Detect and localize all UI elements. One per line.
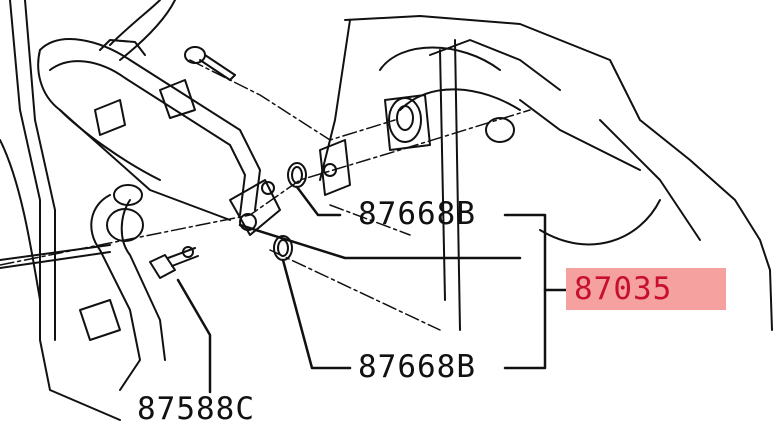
hose-flange	[229, 179, 281, 236]
top-bolt	[184, 46, 236, 81]
left-shroud	[0, 0, 121, 421]
upper-oring	[287, 162, 307, 188]
part-number-upper-oring: 87668B	[358, 196, 476, 232]
compressor-bracket	[319, 139, 351, 196]
part-number-assembly-highlighted: 87035	[566, 268, 726, 310]
part-number-bolt: 87588C	[137, 391, 255, 427]
flange-bolt	[149, 246, 199, 279]
compressor-body	[319, 15, 773, 331]
callout-leaders	[176, 185, 568, 394]
lower-hose	[79, 184, 166, 391]
hose-assembly	[37, 0, 261, 221]
port-fitting	[384, 94, 515, 151]
part-number-lower-oring: 87668B	[358, 349, 476, 385]
center-lines	[0, 59, 531, 331]
